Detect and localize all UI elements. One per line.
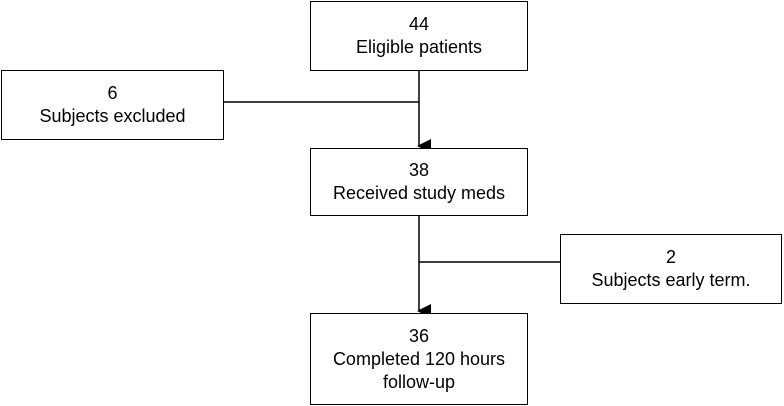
completed-label-line2: follow-up <box>382 371 456 392</box>
completed-count: 36 <box>408 325 430 346</box>
received-label: Received study meds <box>332 183 506 203</box>
early-term-label: Subjects early term. <box>591 270 751 290</box>
received-study-meds-box: 38 Received study meds <box>310 148 528 216</box>
excluded-count: 6 <box>107 83 118 103</box>
early-term-count: 2 <box>665 247 676 267</box>
subjects-excluded-box: 6 Subjects excluded <box>1 70 224 140</box>
subjects-early-term-box: 2 Subjects early term. <box>560 234 782 304</box>
completed-label-line1: Completed 120 hours <box>332 348 506 369</box>
received-count: 38 <box>408 160 430 180</box>
excluded-label: Subjects excluded <box>39 106 186 126</box>
eligible-patients-box: 44 Eligible patients <box>310 1 528 71</box>
completed-followup-box: 36 Completed 120 hours follow-up <box>310 313 528 405</box>
eligible-count: 44 <box>408 14 430 34</box>
eligible-label: Eligible patients <box>355 37 483 57</box>
